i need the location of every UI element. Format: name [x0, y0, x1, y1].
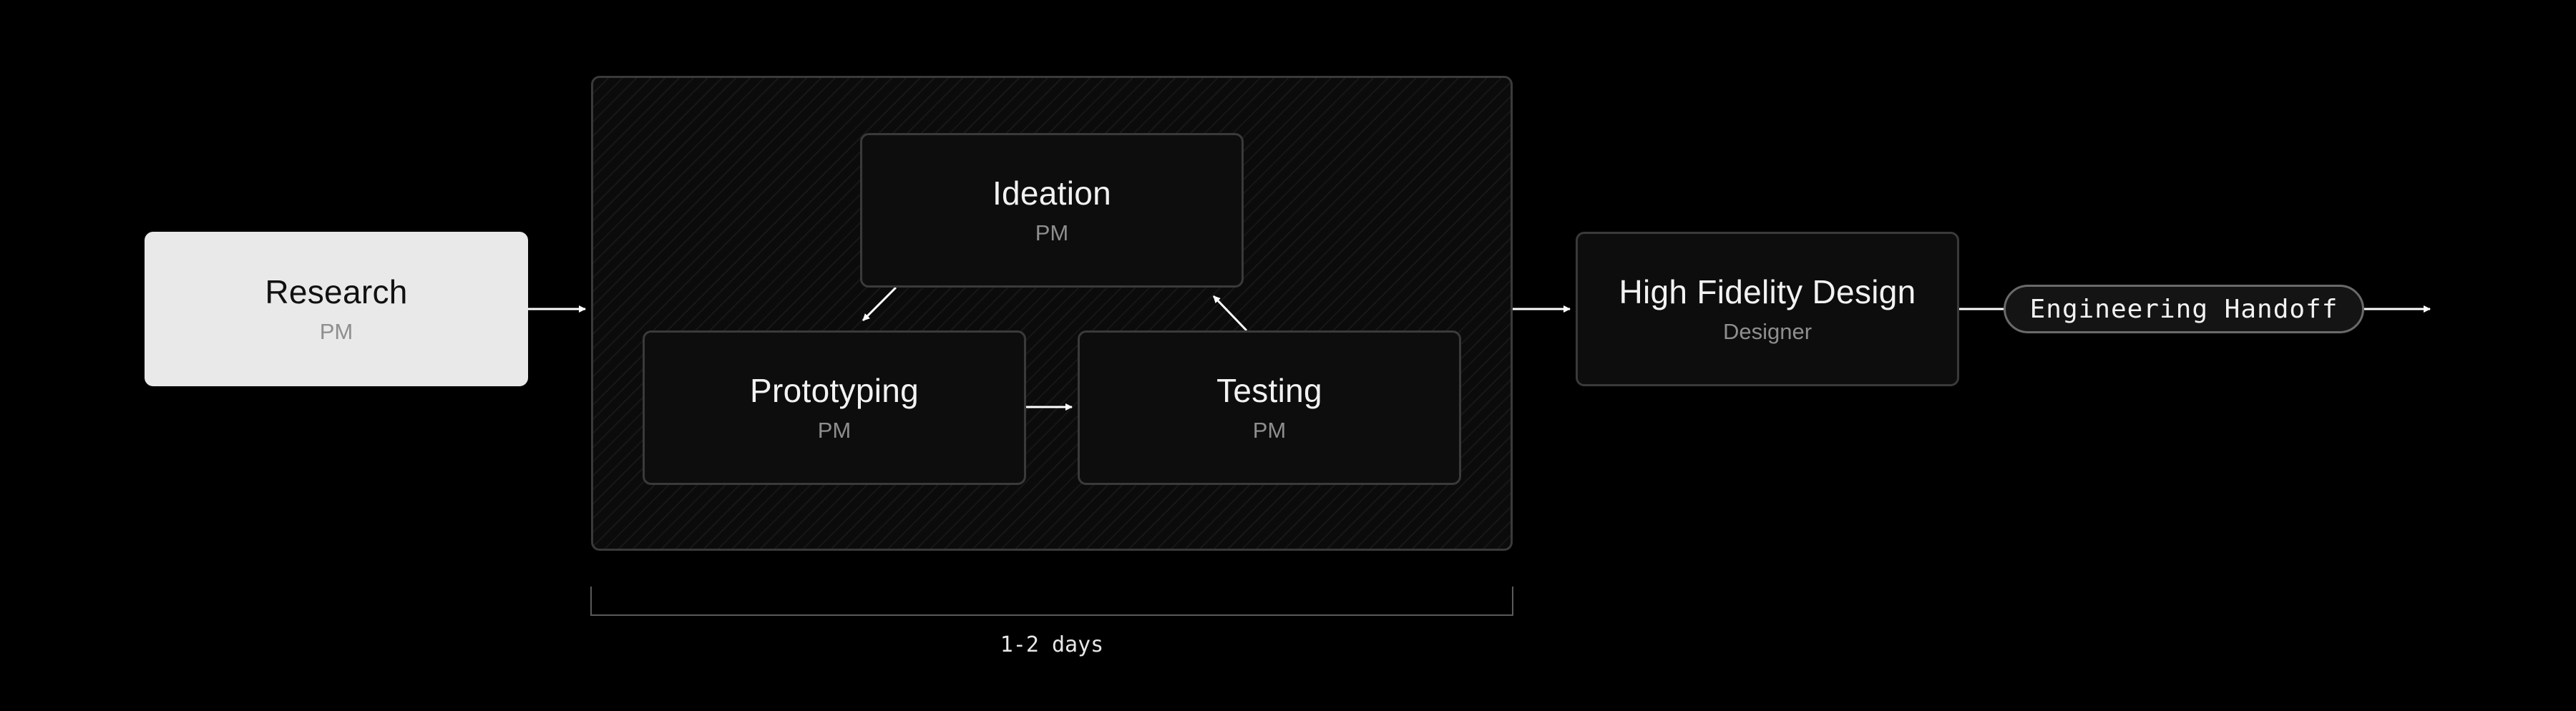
testing-role: PM: [1252, 418, 1287, 443]
testing-node[interactable]: Testing PM: [1078, 330, 1461, 485]
high-fidelity-design-role: Designer: [1722, 319, 1813, 345]
research-node[interactable]: Research PM: [145, 232, 528, 386]
testing-title: Testing: [1216, 371, 1322, 409]
high-fidelity-design-title: High Fidelity Design: [1619, 273, 1916, 310]
prototyping-role: PM: [817, 418, 852, 443]
ideation-node[interactable]: Ideation PM: [860, 133, 1244, 288]
engineering-handoff-pill[interactable]: Engineering Handoff: [2004, 285, 2364, 333]
research-role: PM: [319, 319, 353, 345]
ideation-role: PM: [1035, 220, 1069, 246]
prototyping-title: Prototyping: [750, 371, 919, 409]
ideation-title: Ideation: [992, 174, 1112, 212]
arrow-ideation-to-prototyping: [862, 286, 897, 322]
duration-bracket: [590, 587, 1513, 616]
prototyping-node[interactable]: Prototyping PM: [643, 330, 1026, 485]
research-title: Research: [265, 273, 408, 310]
duration-label: 1-2 days: [1000, 632, 1104, 657]
high-fidelity-design-node[interactable]: High Fidelity Design Designer: [1576, 232, 1959, 386]
arrow-testing-to-ideation: [1212, 295, 1248, 332]
